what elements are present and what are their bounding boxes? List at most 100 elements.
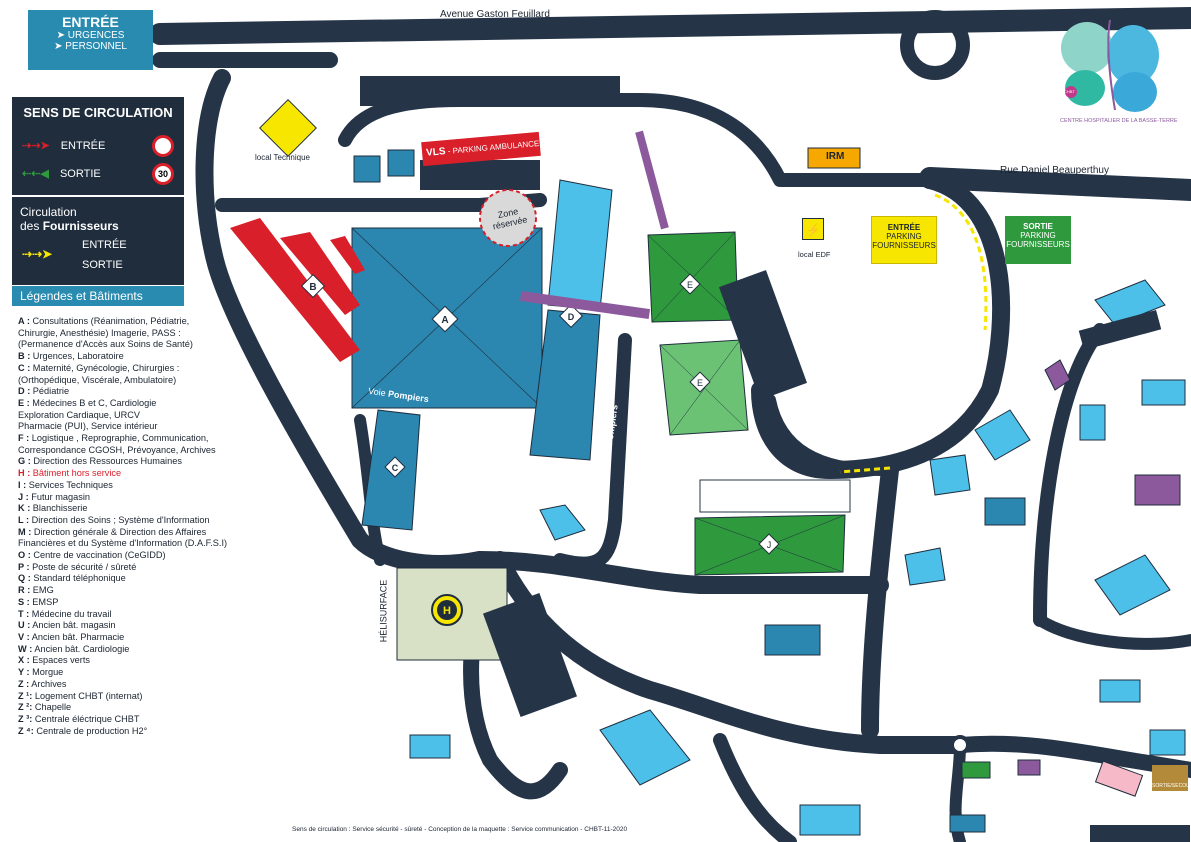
suppliers-entry: ENTRÉE (82, 239, 127, 251)
logo-mark: CHBT (1064, 89, 1075, 94)
suppliers-exit: SORTIE (82, 259, 123, 271)
legend-code: I : (18, 479, 27, 490)
road-center-south (471, 551, 889, 594)
legend-text: (Orthopédique, Viscérale, Ambulatoire) (18, 374, 177, 385)
legend-code: H : (18, 468, 31, 479)
road-north-parking (338, 93, 937, 187)
circulation-title: SENS DE CIRCULATION (23, 105, 173, 120)
legend-text: Blanchisserie (30, 503, 88, 514)
legend-item: M : Direction générale & Direction des A… (18, 527, 263, 539)
roundabout-south (950, 735, 970, 755)
legend-item: Z ¹: Logement CHBT (internat) (18, 691, 263, 703)
road-far-east (1034, 614, 1191, 650)
legend-code: M : (18, 526, 32, 537)
legend-item: U : Ancien bât. magasin (18, 620, 263, 632)
parking-rows (360, 76, 1190, 842)
legend-text: Centrale de production H2° (33, 725, 148, 736)
legend-item: Z : Archives (18, 679, 263, 691)
legend-text: Direction des Ressources Humaines (30, 456, 182, 467)
legend-code: Z ³: (18, 713, 33, 724)
legend-text: Chirurgie, Anesthésie) Imagerie, PASS : (18, 327, 181, 338)
legend-item: H : Bâtiment hors service (18, 468, 263, 480)
purple-link (635, 130, 669, 230)
svg-text:A: A (441, 315, 448, 326)
legend-text: Correspondance CGOSH, Prévoyance, Archiv… (18, 444, 216, 455)
legend-item: Z ³: Centrale éléctrique CHBT (18, 714, 263, 726)
irm-building (807, 147, 861, 169)
legend-code: C : (18, 362, 31, 373)
helisurface-label: HÉLISURFACE (378, 579, 389, 643)
supplier-exit-2: PARKING (1020, 231, 1056, 240)
legend-list: A : Consultations (Réanimation, Pédiatri… (18, 316, 263, 737)
legend-item: Correspondance CGOSH, Prévoyance, Archiv… (18, 445, 263, 457)
legend-item: W : Ancien bât. Cardiologie (18, 644, 263, 656)
road-west-loop (195, 69, 489, 573)
legend-text: Chapelle (32, 702, 72, 713)
legend-code: Q : (18, 573, 31, 584)
legend-item: B : Urgences, Laboratoire (18, 351, 263, 363)
entrance-line1: URGENCES (67, 30, 125, 41)
legend-text: Archives (29, 678, 67, 689)
legend-text: Direction générale & Direction des Affai… (31, 526, 207, 537)
svg-text:E: E (687, 280, 693, 290)
road-east-vertical (861, 461, 899, 739)
legend-item: X : Espaces verts (18, 655, 263, 667)
circ-entry: ENTRÉE (60, 140, 106, 152)
legend-text: EMG (30, 585, 54, 596)
legend-item: R : EMG (18, 585, 263, 597)
legend-code: B : (18, 351, 31, 362)
logo-caption: CENTRE HOSPITALIER DE LA BASSE-TERRE (1060, 118, 1178, 124)
legend-item: O : Centre de vaccination (CeGIDD) (18, 550, 263, 562)
legend-text: Pédiatrie (30, 386, 70, 397)
legend-code: O : (18, 550, 31, 561)
building-C: C (361, 409, 421, 531)
speed-limit-sign: 30 (152, 163, 174, 185)
legend-code: Z ²: (18, 702, 33, 713)
entrance-title: ENTRÉE (62, 14, 119, 30)
legend-text: Bâtiment hors service (30, 468, 122, 479)
svg-text:H: H (443, 605, 451, 617)
edf-warning-icon: ⚡ (802, 218, 824, 240)
legend-text: Direction des Soins ; Système d'Informat… (29, 514, 210, 525)
supplier-exit-sign: SORTIE PARKING FOURNISSEURS (1005, 216, 1071, 264)
legend-item: P : Poste de sécurité / sûreté (18, 562, 263, 574)
legend-item: S : EMSP (18, 597, 263, 609)
legend-code: D : (18, 386, 31, 397)
legend-code: E : (18, 397, 30, 408)
legend-item: E : Médecines B et C, Cardiologie (18, 398, 263, 410)
supplier-entry-3: FOURNISSEURS (872, 241, 936, 250)
building-P (387, 149, 415, 177)
legend-text: EMSP (29, 596, 59, 607)
legend-code: U : (18, 620, 31, 631)
sortie-secours-label: SORTIE/SECOURS (1152, 783, 1191, 789)
footer-credit: Sens de circulation : Service sécurité -… (292, 826, 628, 833)
local-edf-label: local EDF (798, 250, 831, 259)
legend-code: W : (18, 643, 33, 654)
legend-code: Z ⁴: (18, 725, 34, 736)
legend-item: F : Logistique , Reprographie, Communica… (18, 433, 263, 445)
legend-text: Espaces verts (29, 655, 91, 666)
red-arrow-icon: ⇢⇢➤ (22, 140, 50, 152)
legend-text: Morgue (29, 667, 64, 678)
legend-item: L : Direction des Soins ; Système d'Info… (18, 515, 263, 527)
legend-code: F : (18, 433, 30, 444)
green-arrow-icon: ⇠⇠◀ (22, 168, 49, 180)
entrance-panel: ENTRÉE ➤ URGENCES ➤ PERSONNEL (28, 10, 153, 70)
supplier-entry-sign: ENTRÉE PARKING FOURNISSEURS (871, 216, 937, 264)
building-D: D (519, 179, 651, 461)
vls-bold: VLS (425, 146, 447, 159)
road-right-loop (751, 171, 1011, 479)
road-center-vertical (553, 333, 632, 571)
legend-item: V : Ancien bât. Pharmacie (18, 632, 263, 644)
legend-text: Médecine du travail (29, 608, 112, 619)
rue-right (919, 167, 1191, 201)
legend-text: Consultations (Réanimation, Pédiatrie, (29, 316, 190, 326)
legend-code: Z ¹: (18, 690, 33, 701)
svg-text:D: D (568, 312, 575, 322)
legend-code: A : (18, 316, 30, 326)
dark-buildings (764, 497, 1026, 833)
legend-item: Exploration Cardiaque, URCV (18, 410, 263, 422)
suppliers-title-bold: Fournisseurs (42, 219, 119, 233)
chbt-logo-icon (1061, 19, 1159, 112)
building-B: B (230, 218, 365, 362)
